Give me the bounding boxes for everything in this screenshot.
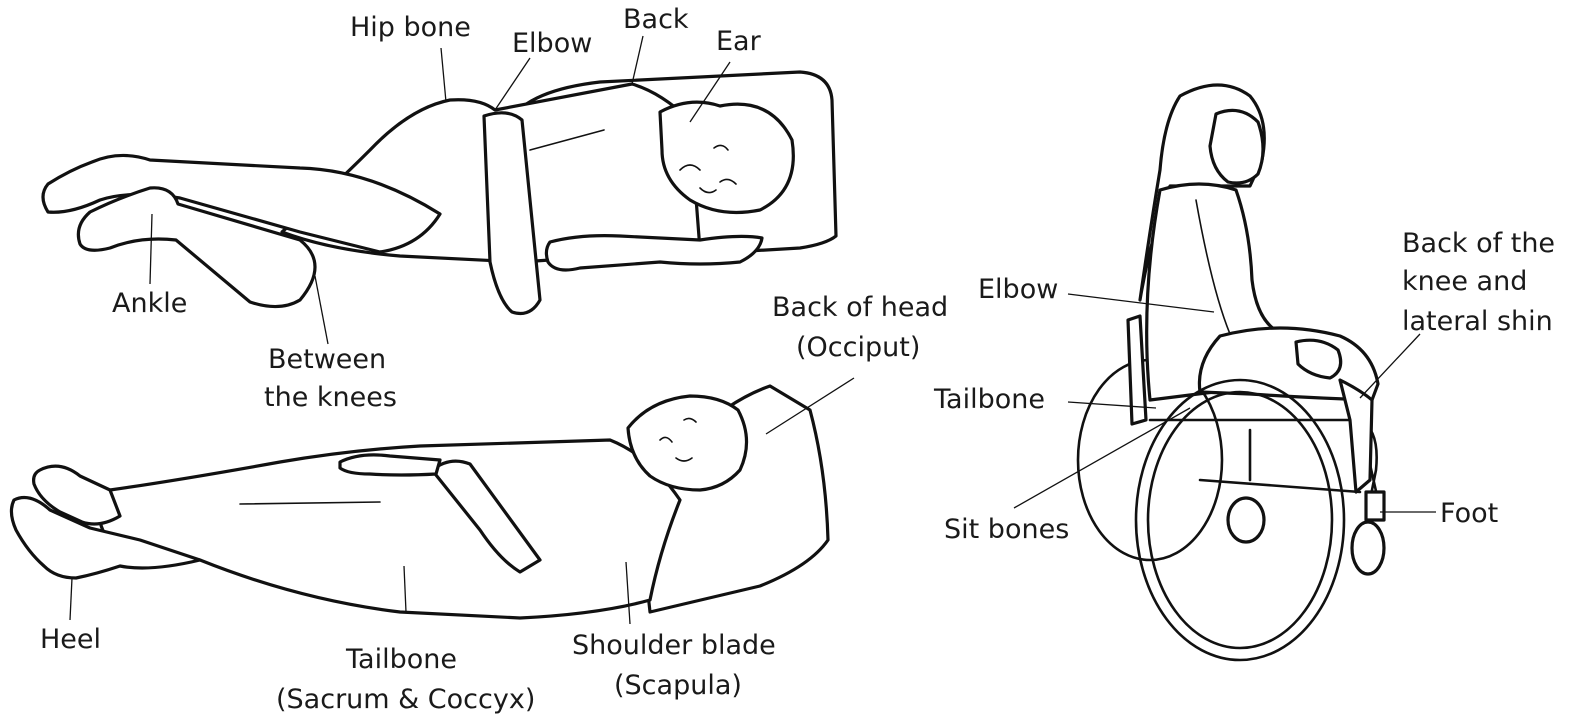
label-occiput: (Occiput): [796, 332, 920, 363]
label-knee-3: lateral shin: [1402, 306, 1553, 337]
label-ankle: Ankle: [112, 288, 187, 319]
heel-leader: [70, 578, 72, 620]
between-knees-leader: [315, 276, 328, 344]
label-scapula: (Scapula): [614, 670, 742, 701]
label-knee-2: knee and: [1402, 266, 1527, 297]
wheelchair-frame: [1150, 420, 1378, 500]
supine-hand: [340, 455, 440, 475]
label-between-1: Between: [268, 344, 386, 375]
label-sit-bones: Sit bones: [944, 514, 1069, 545]
label-tailbone-wc: Tailbone: [933, 384, 1045, 415]
back-leader: [632, 36, 643, 84]
hip-bone-leader: [441, 48, 446, 102]
label-tailbone-supine: Tailbone: [345, 644, 457, 675]
label-ear: Ear: [716, 26, 762, 57]
wheelchair-figure: [1078, 85, 1384, 660]
sit-bones-leader: [1014, 408, 1190, 508]
label-hip-bone: Hip bone: [350, 12, 471, 43]
supine-figure: [11, 386, 828, 618]
elbow-leader-top: [495, 58, 530, 110]
label-shoulder-blade: Shoulder blade: [572, 630, 776, 661]
side-lying-forearm: [546, 236, 762, 270]
side-lying-figure: [43, 72, 836, 314]
label-knee-1: Back of the: [1402, 228, 1555, 259]
label-foot: Foot: [1440, 498, 1498, 529]
label-back-of-head: Back of head: [772, 292, 948, 323]
wheelchair-lower-leg: [1340, 380, 1372, 492]
wheelchair-face: [1210, 110, 1263, 183]
wheel-hub: [1228, 498, 1264, 542]
label-back: Back: [623, 4, 689, 35]
caster-wheel: [1352, 522, 1384, 574]
label-between-2: the knees: [264, 382, 397, 413]
label-elbow-top: Elbow: [512, 28, 592, 59]
label-heel: Heel: [40, 624, 101, 655]
label-sacrum-coccyx: (Sacrum & Coccyx): [276, 684, 535, 715]
wheelchair-backrest: [1128, 316, 1146, 424]
label-elbow-wc: Elbow: [978, 274, 1058, 305]
footrest: [1366, 492, 1384, 520]
